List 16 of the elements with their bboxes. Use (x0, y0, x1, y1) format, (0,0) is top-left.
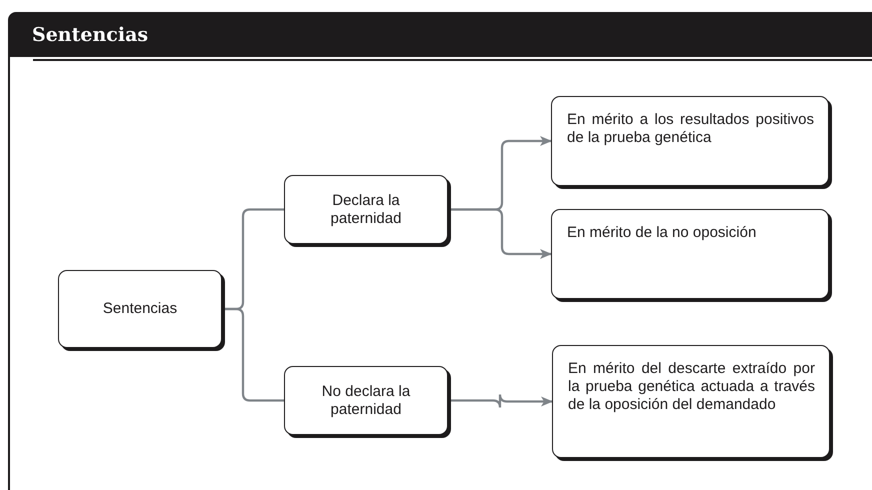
connector-line (222, 308, 284, 402)
rounded-box (58, 270, 222, 348)
rounded-box (551, 209, 829, 299)
box-text: En mérito del descarte extraído por la prueba genética actuada a través de la oposición del demandado (568, 360, 815, 414)
box-text: En mérito de la no oposición (567, 224, 756, 242)
box-text: No declara la paternidad (320, 382, 412, 418)
rounded-box (284, 175, 448, 244)
box-text: Sentencias (102, 300, 178, 318)
arrow (448, 208, 552, 259)
rounded-box (551, 96, 829, 186)
rounded-box (552, 345, 830, 458)
rounded-box (284, 366, 448, 435)
box-text: En mérito a los resultados positivos de la prueba genética (567, 111, 814, 147)
arrow (448, 393, 553, 409)
title: Sentencias (32, 24, 148, 46)
box-text: Declara la paternidad (330, 192, 402, 228)
